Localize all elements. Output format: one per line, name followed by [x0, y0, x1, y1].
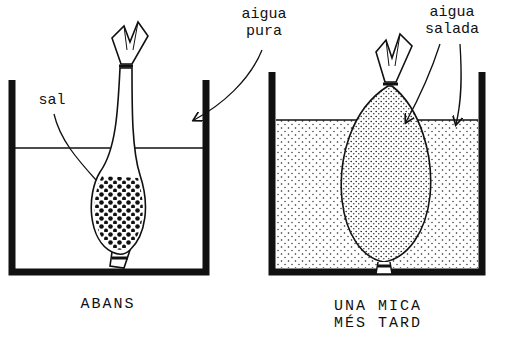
stage-caption: UNA MICA MÉS TARD: [318, 298, 438, 333]
salt-bag-before: [91, 22, 148, 268]
leader-arrow: [456, 44, 461, 124]
part-label: aigua salada: [416, 4, 488, 39]
salt-bag-after: [341, 34, 430, 274]
beaker-wall: [272, 72, 482, 272]
leader-arrow: [406, 44, 440, 122]
stage-caption: ABANS: [48, 296, 168, 313]
leader-line: [54, 114, 96, 180]
beaker-after: [272, 72, 482, 272]
part-label: aigua pura: [232, 6, 296, 41]
part-label: sal: [27, 92, 77, 109]
leader-arrow: [194, 50, 262, 120]
water-surface: [14, 147, 204, 149]
